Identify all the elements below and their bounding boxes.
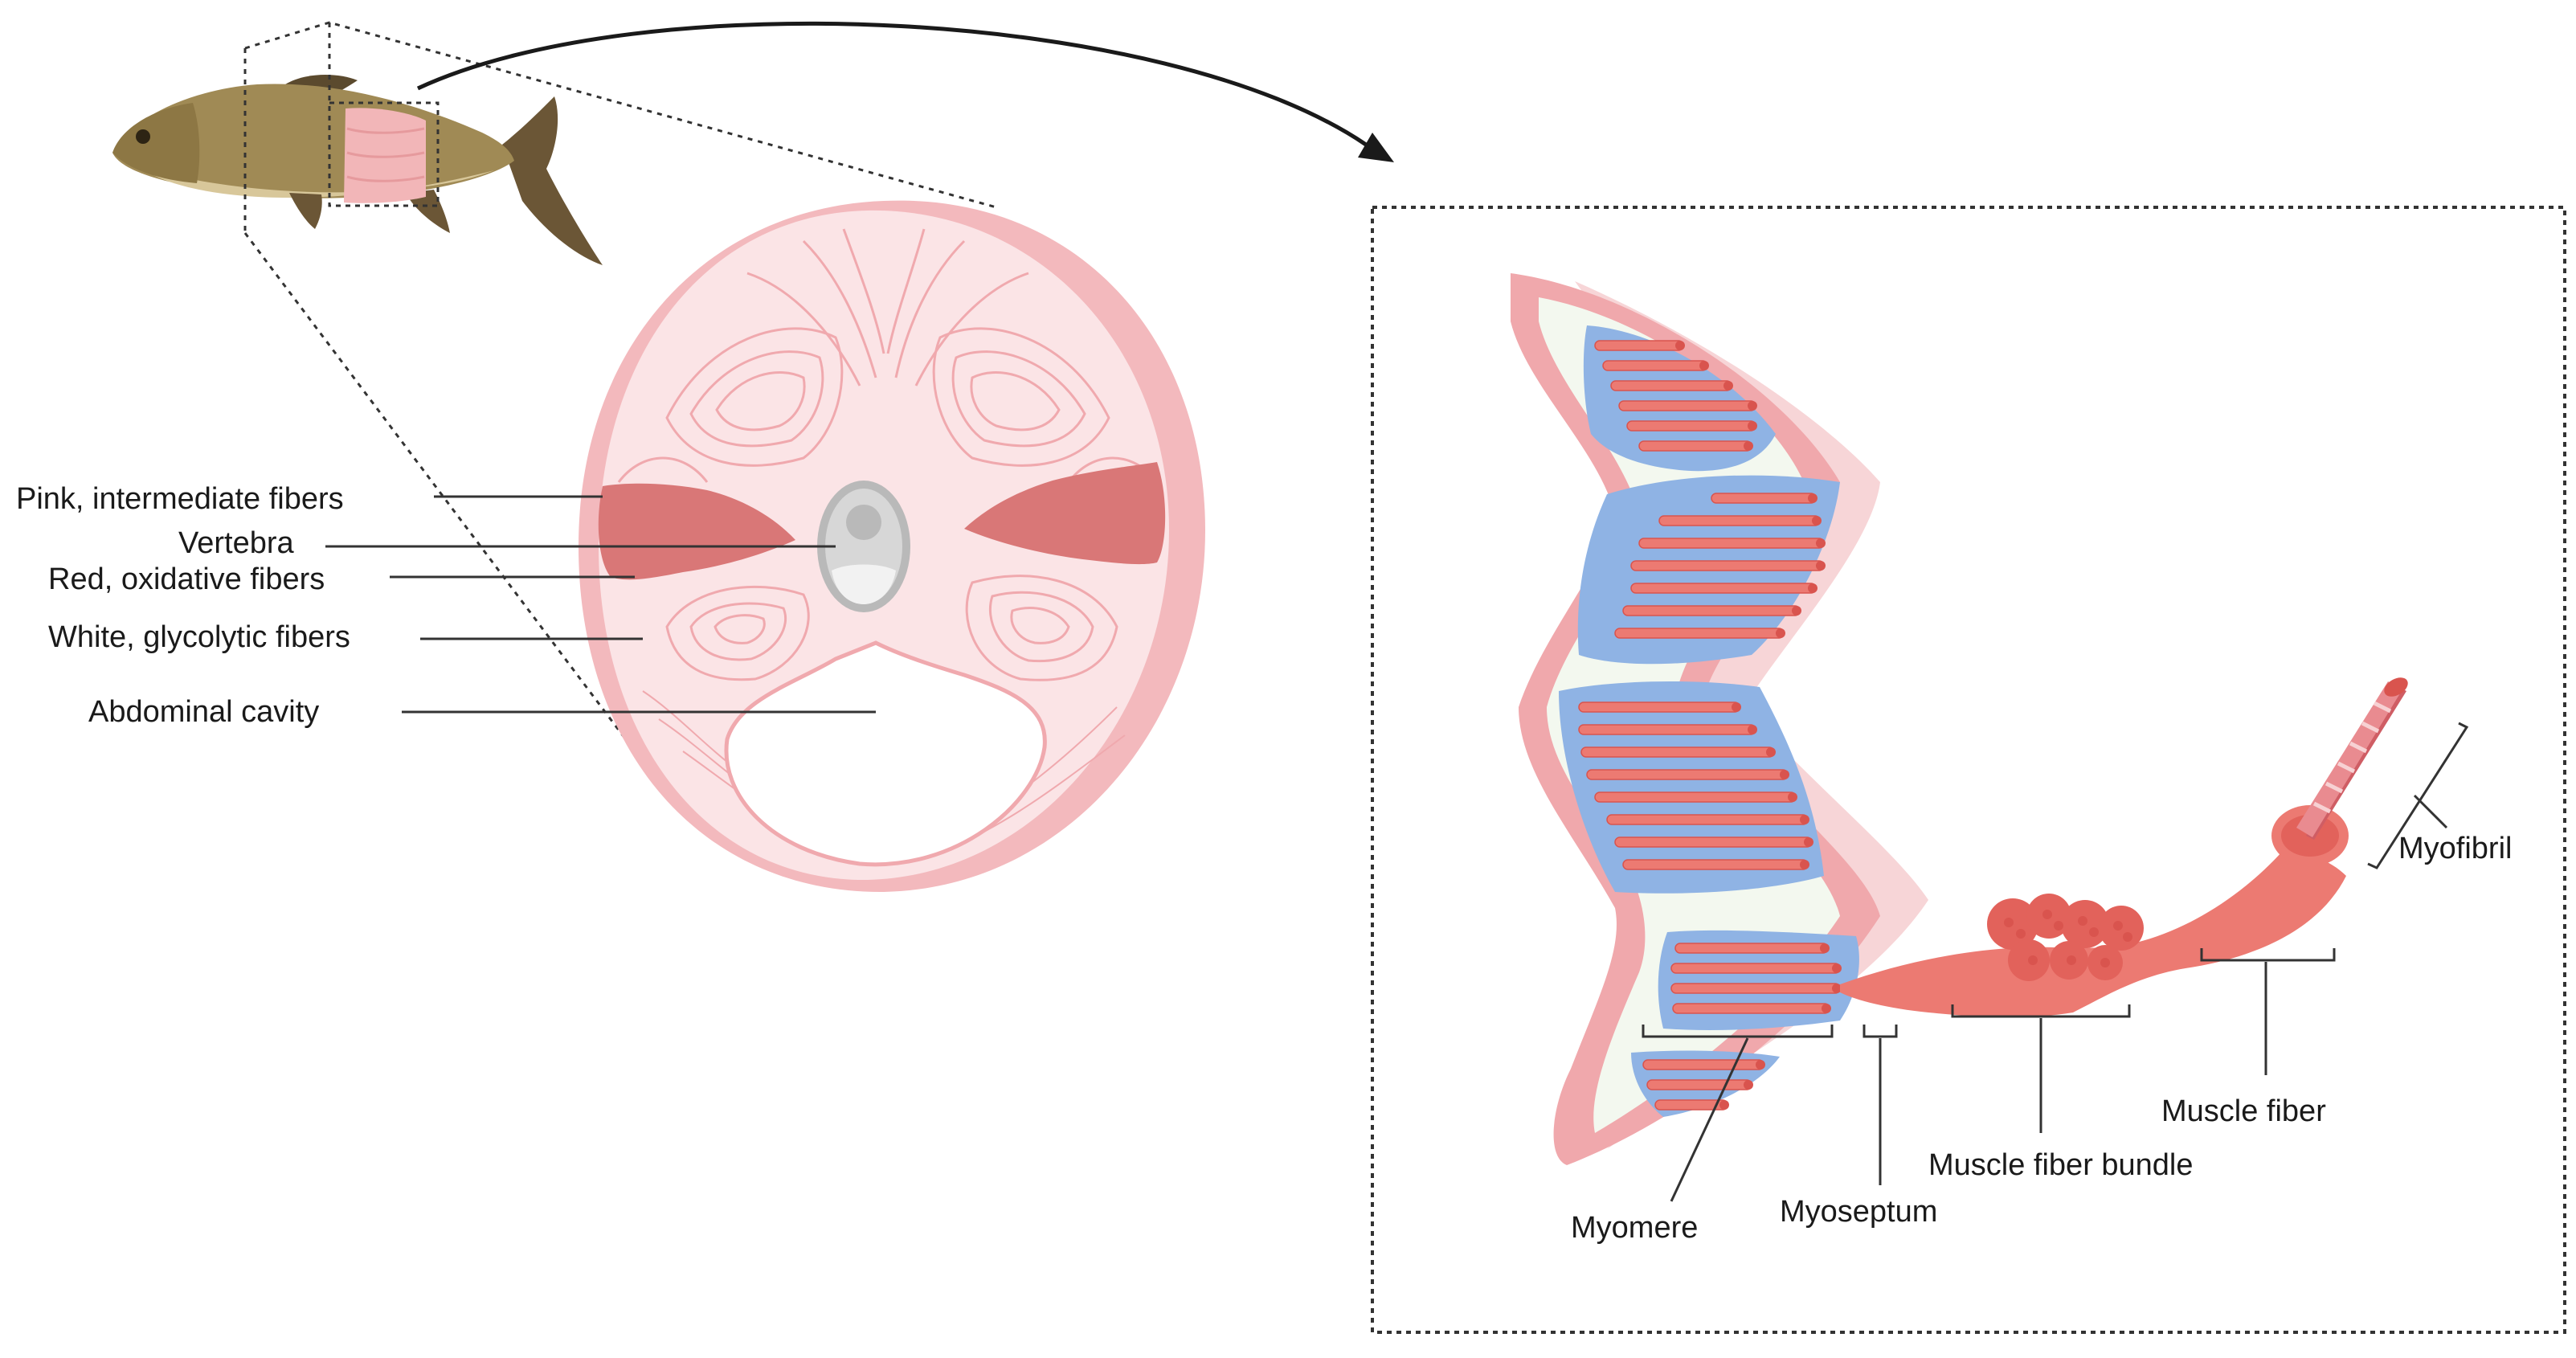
zoom-arrow bbox=[418, 23, 1394, 162]
myomere-fiber-cap bbox=[1800, 815, 1809, 824]
myomere-fiber-strip bbox=[1671, 963, 1840, 973]
label-vertebra: Vertebra bbox=[178, 526, 295, 560]
myomere-fiber-cap bbox=[1748, 725, 1757, 734]
myomere-fiber-strip bbox=[1627, 421, 1756, 431]
myomere-fiber-cap bbox=[1748, 421, 1757, 431]
myomere-fiber-cap bbox=[1675, 341, 1685, 350]
myomere-fiber-strip bbox=[1607, 815, 1808, 824]
myomere-fiber-strip bbox=[1595, 341, 1683, 350]
myomere-fiber-cap bbox=[1808, 493, 1818, 503]
myomere-fiber-cap bbox=[1766, 747, 1776, 757]
label-pink-fibers: Pink, intermediate fibers bbox=[16, 482, 344, 516]
myomere-fiber-cap bbox=[1822, 1004, 1831, 1013]
myomere-fiber-cap bbox=[1804, 837, 1813, 847]
myomere-fiber-strip bbox=[1675, 943, 1828, 953]
myomere-fiber-strip bbox=[1595, 792, 1796, 802]
myomere-fiber-strip bbox=[1581, 747, 1774, 757]
myomere-fiber-strip bbox=[1643, 1060, 1764, 1070]
myomere-fiber-cap bbox=[1748, 401, 1757, 411]
bundle-bumps bbox=[1987, 894, 2144, 981]
muscle-fiber-bundle-drawing bbox=[1840, 673, 2411, 1016]
myomere-fiber-cap bbox=[1788, 792, 1797, 802]
myomere-fiber-strip bbox=[1631, 583, 1816, 593]
myomere-fiber-cap bbox=[1780, 770, 1789, 779]
myomere-fiber-cap bbox=[1800, 860, 1809, 869]
myomere-fiber-cap bbox=[1808, 583, 1818, 593]
label-myoseptum: Myoseptum bbox=[1780, 1195, 1937, 1229]
myomere-fiber-cap bbox=[1744, 441, 1753, 451]
myomere-fiber-cap bbox=[1776, 628, 1785, 638]
myomere-fiber-strip bbox=[1615, 837, 1812, 847]
myomere-section bbox=[1511, 273, 1928, 1165]
label-muscle-fiber: Muscle fiber bbox=[2161, 1094, 2326, 1128]
myomere-fiber-cap bbox=[1820, 943, 1830, 953]
myomere-fiber-cap bbox=[1792, 606, 1801, 616]
fish-eye bbox=[136, 129, 150, 144]
myomere-fiber-cap bbox=[1812, 516, 1822, 526]
myomere-fiber-cap bbox=[1756, 1060, 1765, 1070]
myofibril-rod bbox=[2296, 673, 2411, 840]
label-myomere: Myomere bbox=[1571, 1211, 1698, 1245]
myomere-fiber-strip bbox=[1623, 860, 1808, 869]
myomere-fiber-cap bbox=[1816, 561, 1826, 571]
myomere-fiber-cap bbox=[1699, 361, 1709, 370]
myomere-fiber-strip bbox=[1647, 1080, 1752, 1090]
myomere-fiber-strip bbox=[1659, 516, 1820, 526]
myomere-fiber-strip bbox=[1615, 628, 1784, 638]
fish-head bbox=[112, 103, 199, 183]
myomere-fiber-cap bbox=[1723, 381, 1733, 391]
myomere-fiber-cap bbox=[1719, 1100, 1729, 1110]
myomere-fiber-cap bbox=[1832, 963, 1842, 973]
myomere-fiber-strip bbox=[1639, 538, 1824, 548]
fish-tail-fin bbox=[502, 96, 603, 265]
myomere-fiber-strip bbox=[1619, 401, 1756, 411]
label-abdominal-cavity: Abdominal cavity bbox=[88, 695, 319, 729]
myomere-fiber-strip bbox=[1673, 1004, 1830, 1013]
myomere-fiber-strip bbox=[1671, 984, 1840, 993]
label-myofibril: Myofibril bbox=[2398, 832, 2512, 865]
myomere-fiber-cap bbox=[1816, 538, 1826, 548]
myomere-fiber-strip bbox=[1587, 770, 1788, 779]
myomere-fiber-cap bbox=[1732, 702, 1741, 712]
fish-illustration bbox=[112, 75, 603, 265]
myomere-fiber-strip bbox=[1603, 361, 1707, 370]
myomere-fiber-strip bbox=[1711, 493, 1816, 503]
myomere-fiber-strip bbox=[1611, 381, 1732, 391]
myomere-fiber-strip bbox=[1631, 561, 1824, 571]
label-white-fibers: White, glycolytic fibers bbox=[48, 620, 350, 654]
myomere-fiber-cap bbox=[1744, 1080, 1753, 1090]
label-red-fibers: Red, oxidative fibers bbox=[48, 562, 325, 596]
myomere-fiber-strip bbox=[1639, 441, 1752, 451]
fish-pelvic-fin bbox=[289, 193, 322, 229]
myomere-fiber-strip bbox=[1579, 725, 1756, 734]
label-muscle-fiber-bundle: Muscle fiber bundle bbox=[1928, 1148, 2194, 1182]
myomere-fiber-strip bbox=[1623, 606, 1800, 616]
myomere-fiber-strip bbox=[1579, 702, 1740, 712]
